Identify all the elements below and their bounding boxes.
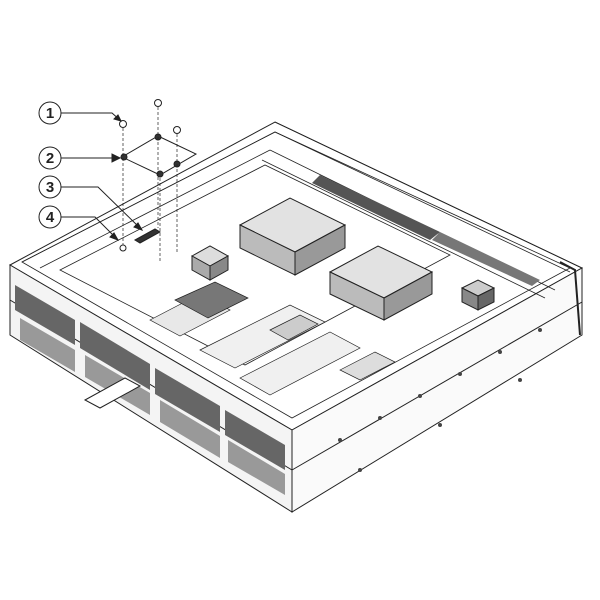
- screws: [119, 99, 181, 178]
- alignment-lines: [122, 107, 178, 262]
- left-rail: [21, 131, 276, 269]
- fan-tray-rail: [261, 121, 583, 299]
- callout-4: 4: [38, 205, 120, 241]
- callout-1-label: 1: [46, 105, 54, 122]
- callout-2: 2: [38, 146, 122, 170]
- callout-3-label: 3: [46, 179, 54, 196]
- module-slots: [149, 281, 396, 396]
- standoff: [119, 244, 127, 252]
- callout-2-label: 2: [46, 150, 54, 167]
- callout-1: 1: [38, 101, 122, 125]
- heatsink-small: [190, 245, 230, 281]
- heatsink-cpu-2: [328, 245, 434, 321]
- heatsink-cpu-1: [238, 197, 347, 276]
- callout-4-label: 4: [46, 209, 55, 226]
- callout-3: 3: [38, 175, 144, 231]
- transceiver-module: [83, 377, 142, 409]
- front-ports: [15, 285, 285, 495]
- daughter-card: [120, 135, 198, 176]
- heatsink-right: [460, 279, 496, 311]
- side-screw-holes: [338, 328, 542, 472]
- connector: [133, 228, 162, 244]
